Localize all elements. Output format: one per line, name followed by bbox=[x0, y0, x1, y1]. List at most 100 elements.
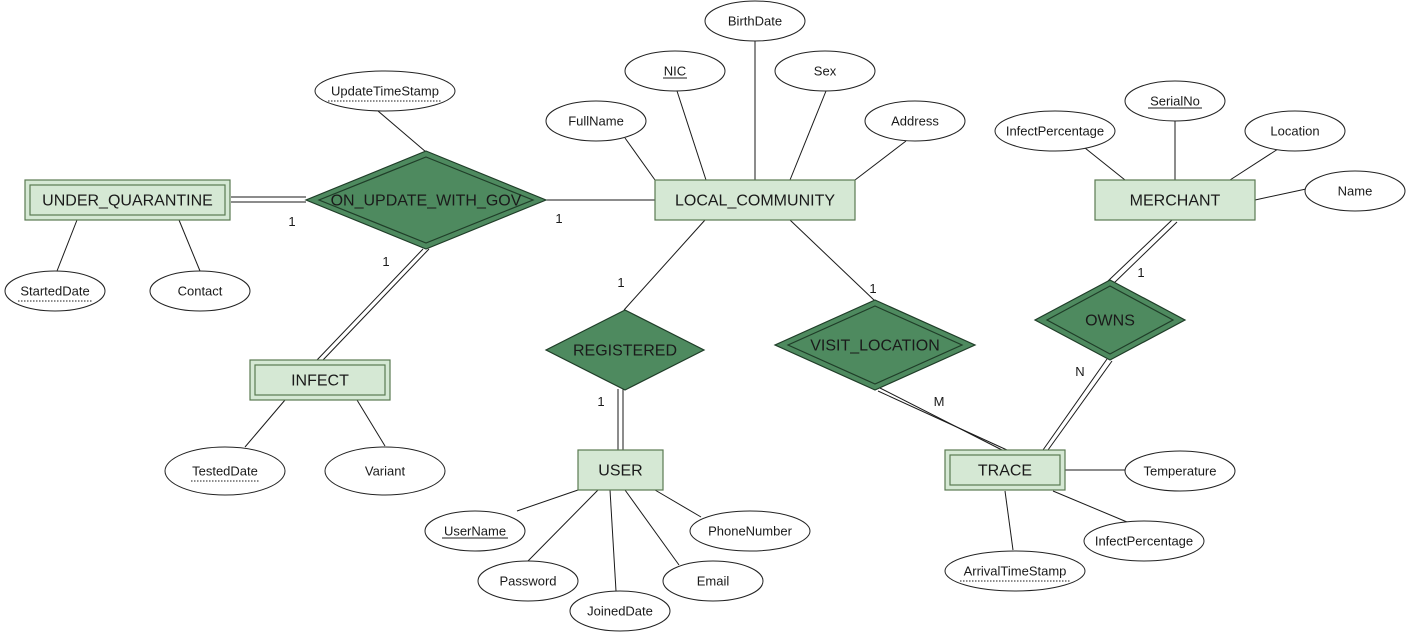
line-fullname bbox=[624, 137, 656, 181]
svg-text:NIC: NIC bbox=[664, 64, 686, 79]
svg-text:Email: Email bbox=[697, 574, 730, 589]
svg-text:Address: Address bbox=[891, 114, 939, 129]
cardinality-uq-onupdate: 1 bbox=[288, 214, 295, 229]
attribute-email: Email bbox=[662, 560, 764, 602]
svg-text:OWNS: OWNS bbox=[1085, 313, 1135, 330]
attribute-tested-date: TestedDate bbox=[164, 446, 286, 496]
svg-text:TestedDate: TestedDate bbox=[192, 464, 258, 479]
line-infectpct-merchant bbox=[1084, 147, 1126, 181]
cardinality-onupdate-infect: 1 bbox=[382, 254, 389, 269]
svg-text:Location: Location bbox=[1270, 124, 1319, 139]
relationship-owns: OWNS bbox=[1033, 279, 1187, 361]
entity-trace: TRACE bbox=[944, 449, 1066, 491]
line-address bbox=[854, 140, 907, 181]
svg-text:VISIT_LOCATION: VISIT_LOCATION bbox=[810, 338, 940, 355]
line-merchant-owns-b bbox=[1112, 221, 1178, 285]
svg-text:UserName: UserName bbox=[444, 524, 506, 539]
svg-text:INFECT: INFECT bbox=[291, 373, 349, 390]
attribute-joined-date: JoinedDate bbox=[569, 590, 671, 632]
cardinality-lc-registered: 1 bbox=[617, 275, 624, 290]
attribute-phone-number: PhoneNumber bbox=[689, 510, 811, 552]
relationship-visit-location: VISIT_LOCATION bbox=[773, 299, 977, 391]
line-email bbox=[624, 489, 680, 566]
line-sex bbox=[789, 90, 827, 181]
attribute-password: Password bbox=[477, 560, 579, 602]
entity-user: USER bbox=[577, 449, 664, 491]
line-location bbox=[1229, 148, 1279, 181]
line-onupdate-infect-a bbox=[316, 248, 424, 361]
svg-text:Temperature: Temperature bbox=[1144, 464, 1217, 479]
svg-text:Sex: Sex bbox=[814, 64, 837, 79]
cardinality-visit-trace: M bbox=[934, 394, 945, 409]
attribute-full-name: FullName bbox=[545, 100, 647, 142]
attribute-serial-no: SerialNo bbox=[1124, 80, 1226, 122]
entity-local-community: LOCAL_COMMUNITY bbox=[654, 179, 856, 221]
svg-text:Name: Name bbox=[1338, 184, 1373, 199]
svg-text:SerialNo: SerialNo bbox=[1150, 94, 1200, 109]
attribute-address: Address bbox=[864, 100, 966, 142]
cardinality-lc-visit: 1 bbox=[869, 281, 876, 296]
line-owns-trace-a bbox=[1042, 358, 1108, 451]
svg-text:BirthDate: BirthDate bbox=[728, 14, 782, 29]
line-updatets bbox=[377, 110, 427, 153]
svg-text:FullName: FullName bbox=[568, 114, 624, 129]
svg-text:InfectPercentage: InfectPercentage bbox=[1095, 534, 1193, 549]
svg-text:TRACE: TRACE bbox=[978, 463, 1032, 480]
attribute-temperature: Temperature bbox=[1124, 450, 1236, 492]
entity-merchant: MERCHANT bbox=[1094, 179, 1256, 221]
line-starteddate bbox=[56, 219, 78, 272]
line-variant bbox=[356, 399, 386, 447]
connectors bbox=[56, 40, 1307, 592]
cardinality-labels: 1 1 1 1 1 1 M 1 N bbox=[288, 211, 1144, 409]
svg-text:InfectPercentage: InfectPercentage bbox=[1006, 124, 1104, 139]
svg-text:JoinedDate: JoinedDate bbox=[587, 604, 653, 619]
relationship-on-update-with-gov: ON_UPDATE_WITH_GOV bbox=[304, 150, 548, 250]
line-nic bbox=[676, 90, 707, 181]
line-onupdate-infect-b bbox=[322, 248, 430, 361]
line-joineddate bbox=[609, 489, 617, 592]
line-merchant-owns-a bbox=[1107, 219, 1173, 282]
svg-text:PhoneNumber: PhoneNumber bbox=[708, 524, 792, 539]
svg-text:UpdateTimeStamp: UpdateTimeStamp bbox=[331, 84, 439, 99]
attribute-infect-percentage-trace: InfectPercentage bbox=[1083, 520, 1205, 562]
attribute-update-timestamp: UpdateTimeStamp bbox=[314, 70, 456, 112]
svg-text:Contact: Contact bbox=[178, 284, 223, 299]
line-lc-registered bbox=[623, 219, 706, 311]
svg-text:LOCAL_COMMUNITY: LOCAL_COMMUNITY bbox=[675, 193, 835, 210]
attribute-username: UserName bbox=[424, 510, 526, 552]
svg-text:UNDER_QUARANTINE: UNDER_QUARANTINE bbox=[42, 193, 213, 210]
svg-text:MERCHANT: MERCHANT bbox=[1130, 193, 1221, 210]
attribute-nic: NIC bbox=[624, 50, 726, 92]
line-contact bbox=[178, 219, 201, 272]
line-visit-trace-a bbox=[875, 385, 1003, 451]
attribute-contact: Contact bbox=[149, 270, 251, 312]
entity-infect: INFECT bbox=[249, 359, 391, 401]
entity-under-quarantine: UNDER_QUARANTINE bbox=[24, 179, 231, 221]
line-owns-trace-b bbox=[1047, 360, 1113, 451]
line-password bbox=[526, 489, 599, 563]
attribute-arrival-timestamp: ArrivalTimeStamp bbox=[944, 550, 1086, 592]
relationship-registered: REGISTERED bbox=[544, 309, 706, 391]
line-phonenumber bbox=[654, 489, 702, 518]
attribute-birth-date: BirthDate bbox=[704, 0, 806, 42]
attribute-sex: Sex bbox=[774, 50, 876, 92]
line-username bbox=[516, 489, 579, 512]
cardinality-onupdate-lc: 1 bbox=[555, 211, 562, 226]
attribute-location: Location bbox=[1244, 110, 1346, 152]
attribute-started-date: StartedDate bbox=[4, 270, 106, 312]
svg-text:Password: Password bbox=[499, 574, 556, 589]
line-lc-visit bbox=[789, 219, 876, 302]
svg-text:ArrivalTimeStamp: ArrivalTimeStamp bbox=[964, 564, 1067, 579]
svg-text:Variant: Variant bbox=[365, 464, 406, 479]
svg-text:USER: USER bbox=[598, 463, 642, 480]
attribute-name: Name bbox=[1304, 170, 1406, 212]
line-infectpct-trace bbox=[1052, 490, 1128, 523]
line-name bbox=[1254, 188, 1307, 201]
svg-text:StartedDate: StartedDate bbox=[20, 284, 89, 299]
cardinality-owns-trace: N bbox=[1075, 364, 1084, 379]
svg-text:REGISTERED: REGISTERED bbox=[573, 343, 677, 360]
attribute-variant: Variant bbox=[324, 446, 446, 496]
line-arrivalts bbox=[1004, 490, 1014, 551]
cardinality-registered-user: 1 bbox=[597, 394, 604, 409]
